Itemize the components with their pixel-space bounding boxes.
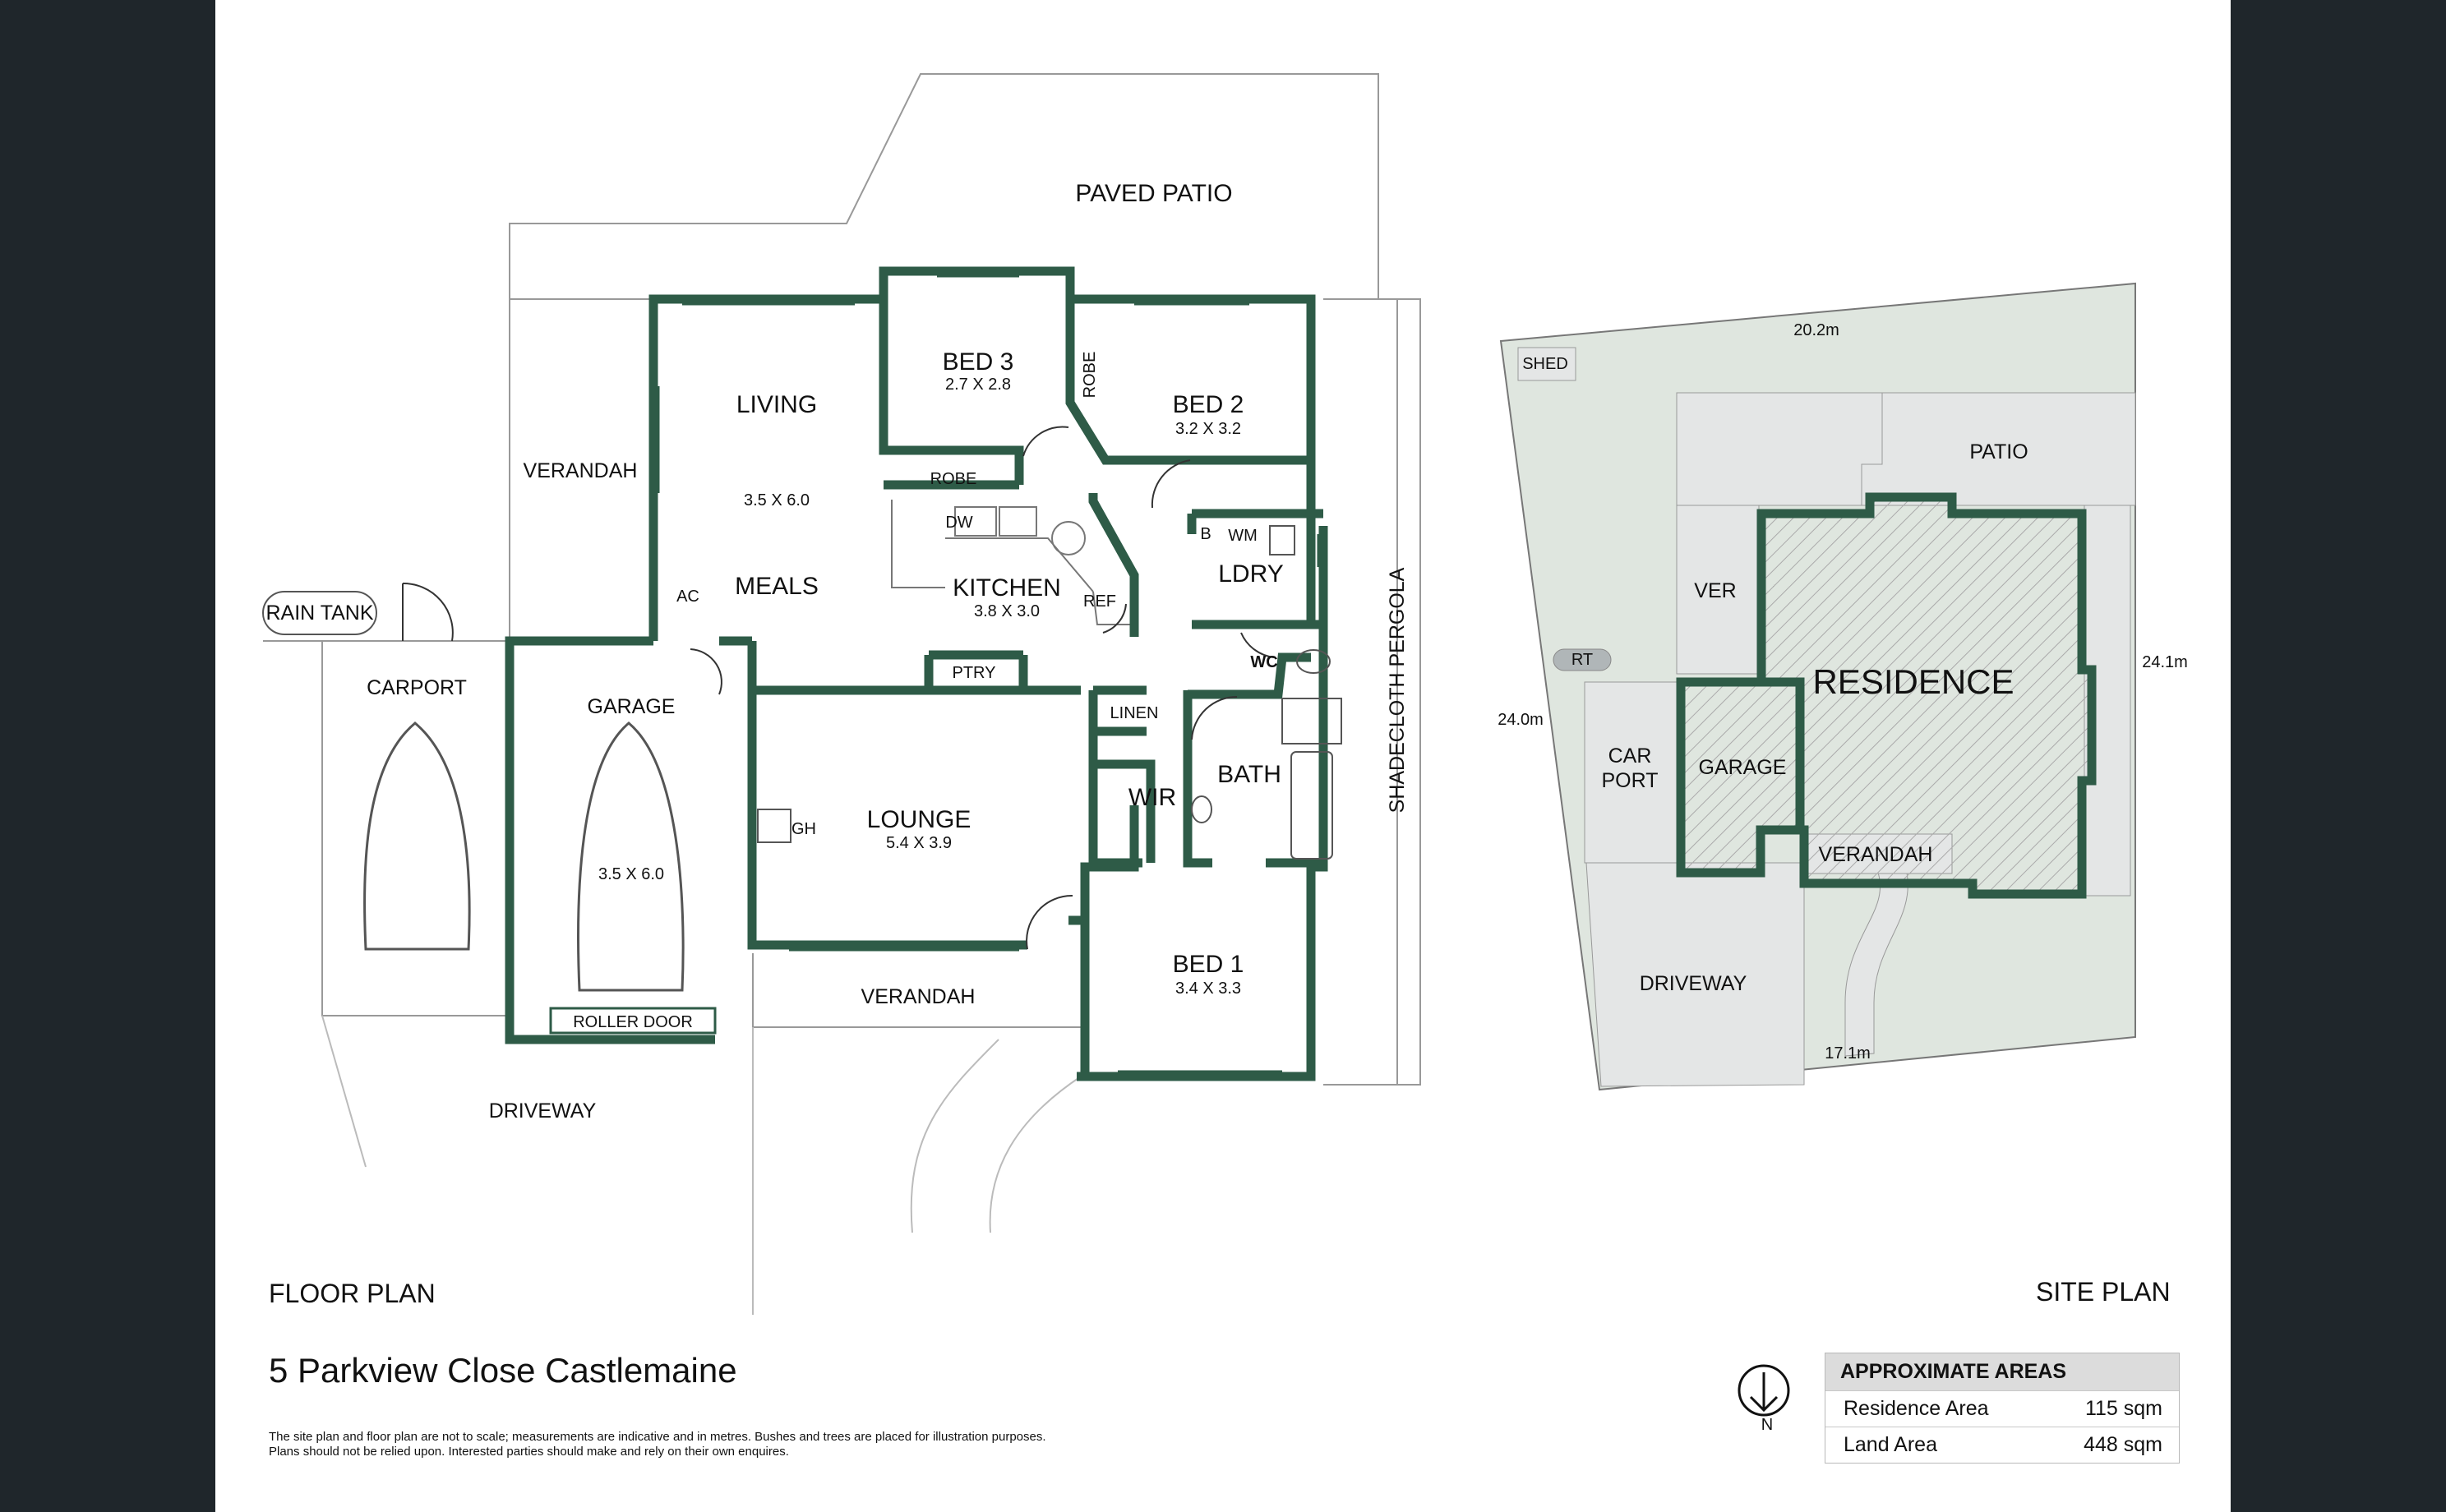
table-row: Land Area 448 sqm [1825,1427,2179,1463]
label-verandah-south: VERANDAH [861,985,976,1008]
label-meals: MEALS [735,573,819,600]
car-icons [363,721,685,992]
label-b: B [1200,525,1211,543]
label-gh: GH [791,820,816,838]
label-bottom-dim: 17.1m [1825,1044,1871,1063]
areas-row-label: Land Area [1844,1433,1937,1456]
label-bed2: BED 2 [1173,391,1244,418]
label-site-driveway: DRIVEWAY [1640,972,1747,995]
north-arrow-icon [1738,1364,1790,1417]
label-linen: LINEN [1110,704,1159,722]
areas-table-title: APPROXIMATE AREAS [1825,1353,2179,1390]
label-car-port-line2: PORT [1602,769,1659,792]
residence-footprint [1676,492,2097,899]
label-site-garage: GARAGE [1699,756,1787,779]
label-robe-bed2: ROBE [1081,352,1099,399]
label-bed2-dims: 3.2 X 3.2 [1175,420,1241,438]
label-wc: WC [1250,653,1277,671]
label-wm: WM [1228,527,1258,545]
label-garage: GARAGE [588,695,676,718]
label-roller-door: ROLLER DOOR [573,1013,693,1031]
label-lounge: LOUNGE [867,806,971,833]
label-right-dim: 24.1m [2142,653,2188,671]
areas-row-value: 115 sqm [2084,1397,2162,1420]
site-plan [1499,282,2136,1417]
label-robe-bed3: ROBE [930,470,977,488]
label-bed3-dims: 2.7 X 2.8 [945,376,1011,394]
exterior-wall-north [648,266,1316,641]
label-driveway: DRIVEWAY [489,1099,597,1122]
label-paved-patio: PAVED PATIO [1075,180,1232,207]
table-row: Residence Area 115 sqm [1825,1390,2179,1427]
site-plan-labels: SHED 20.2m PATIO VER RT RESIDENCE 24.1m … [1498,321,2188,1434]
approximate-areas-table: APPROXIMATE AREAS Residence Area 115 sqm… [1825,1353,2180,1464]
label-rt: RT [1571,651,1593,669]
label-bath: BATH [1217,761,1281,788]
site-plan-caption: SITE PLAN [2036,1277,2171,1307]
label-kitchen: KITCHEN [953,574,1061,602]
property-address: 5 Parkview Close Castlemaine [269,1351,737,1390]
label-verandah-west: VERANDAH [524,459,638,482]
label-living: LIVING [736,391,817,418]
floor-plan [263,73,1421,1315]
disclaimer-line-2: Plans should not be relied upon. Interes… [269,1445,789,1459]
label-living-dims: 3.5 X 6.0 [744,491,810,509]
label-ver: VER [1694,579,1736,602]
label-car-port-line1: CAR [1608,744,1652,768]
label-ref: REF [1083,592,1116,611]
label-ac: AC [676,588,699,606]
label-garage-dims: 3.5 X 6.0 [598,865,664,883]
label-ptry: PTRY [953,664,996,682]
label-carport: CARPORT [367,676,467,699]
label-site-verandah: VERANDAH [1819,843,1933,866]
label-left-dim: 24.0m [1498,711,1544,729]
disclaimer: The site plan and floor plan are not to … [269,1430,1046,1459]
label-bed1-dims: 3.4 X 3.3 [1175,980,1241,998]
label-lounge-dims: 5.4 X 3.9 [886,834,952,852]
label-wir: WIR [1128,784,1176,811]
floor-plan-labels: PAVED PATIO LIVING 3.5 X 6.0 MEALS VERAN… [262,180,1409,1122]
pergola-outline [1323,298,1421,1086]
disclaimer-line-1: The site plan and floor plan are not to … [269,1430,1046,1444]
label-shadecloth-pergola: SHADECLOTH PERGOLA [1386,567,1409,813]
label-top-dim: 20.2m [1793,321,1839,339]
label-patio: PATIO [1969,440,2028,463]
label-ldry: LDRY [1218,560,1283,588]
areas-row-value: 448 sqm [2084,1433,2162,1456]
label-residence: RESIDENCE [1812,662,2014,701]
label-dw: DW [945,514,972,532]
label-bed1: BED 1 [1173,951,1244,978]
label-shed: SHED [1522,355,1568,373]
garage-wall [505,636,715,1044]
label-kitchen-dims: 3.8 X 3.0 [974,602,1040,620]
label-rain-tank: RAIN TANK [265,602,373,625]
label-bed3: BED 3 [943,348,1014,376]
floor-plan-caption: FLOOR PLAN [269,1279,436,1308]
areas-row-label: Residence Area [1844,1397,1989,1420]
paved-patio-outline [509,73,1379,299]
north-label: N [1761,1416,1773,1434]
